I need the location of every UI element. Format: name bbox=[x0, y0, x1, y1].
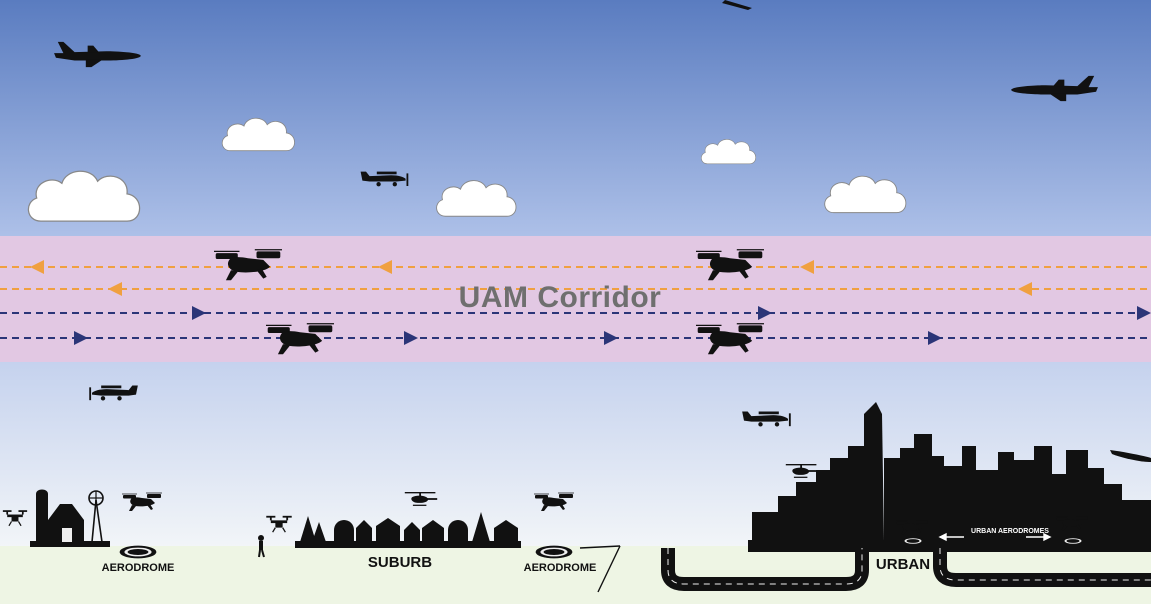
westbound-lane-1 bbox=[0, 260, 1151, 274]
windmill-icon bbox=[88, 490, 104, 543]
urban-skyline-icon bbox=[748, 402, 1151, 552]
aerodrome-label-left: AERODROME bbox=[101, 562, 175, 574]
road-icon bbox=[661, 548, 1151, 591]
double-arrow-icon bbox=[938, 532, 1052, 542]
helipad-icon bbox=[119, 545, 157, 559]
suburb-label: SUBURB bbox=[367, 554, 433, 571]
corridor-title: UAM Corridor bbox=[458, 281, 662, 314]
aerodrome-label-mid: AERODROME bbox=[523, 562, 597, 574]
urban-label: URBAN bbox=[875, 556, 931, 573]
runway-marker bbox=[579, 545, 621, 593]
eastbound-lane-2 bbox=[0, 331, 1151, 345]
eastbound-lane-1 bbox=[0, 306, 1151, 320]
helipad-icon bbox=[901, 537, 925, 545]
airliner-icon bbox=[722, 0, 752, 10]
airliner-icon bbox=[1110, 450, 1151, 462]
westbound-lane-2 bbox=[0, 282, 1151, 296]
corridor-band bbox=[0, 236, 1151, 362]
helipad-icon bbox=[535, 545, 573, 559]
helipad-icon bbox=[1061, 537, 1085, 545]
suburb-skyline-icon bbox=[295, 512, 521, 548]
sky-upper bbox=[0, 0, 1151, 236]
person-icon bbox=[258, 535, 265, 558]
barn-icon bbox=[30, 489, 110, 547]
urban-aerodromes-label: URBAN AERODROMES bbox=[971, 528, 1049, 535]
